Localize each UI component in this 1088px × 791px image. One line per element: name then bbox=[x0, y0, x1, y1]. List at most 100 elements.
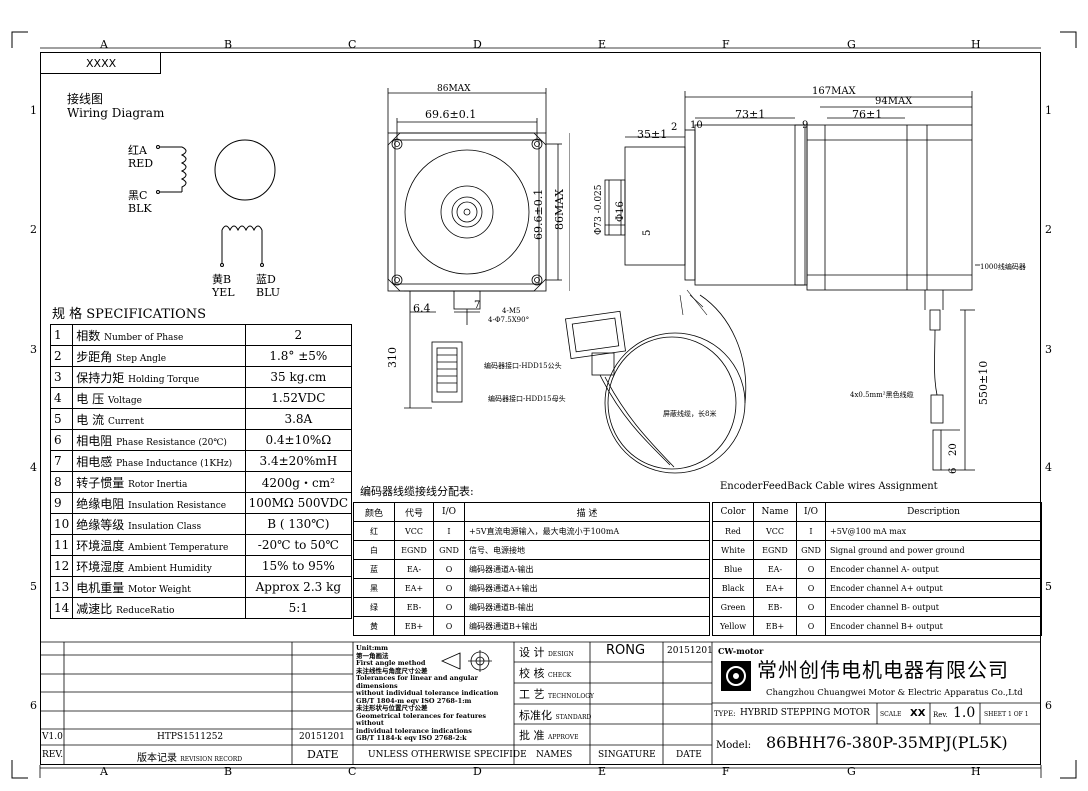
note-line: GB/T 1804-m eqv ISO 2768-1:m bbox=[356, 696, 472, 705]
wiring-yellow-cn: 黄B bbox=[212, 273, 232, 286]
spec-cn: 电机重量 bbox=[76, 580, 125, 595]
brand-logo-icon bbox=[721, 661, 751, 691]
spec-cn: 减速比 bbox=[76, 601, 113, 616]
spec-en: Rotor Inertia bbox=[128, 479, 188, 490]
sheet-label: SHEET 1 OF 1 bbox=[984, 711, 1029, 718]
company-name-en: Changzhou Chuangwei Motor & Electric App… bbox=[766, 688, 1023, 698]
grid-row-5-right: 5 bbox=[1045, 580, 1052, 593]
spec-en: Insulation Class bbox=[128, 521, 202, 532]
date2-label: DATE bbox=[676, 750, 702, 760]
approve-cn: 批 准 bbox=[519, 729, 545, 742]
std-label: 标准化 STANDARD bbox=[519, 707, 591, 723]
tech-label: 工 艺 TECHNOLOGY bbox=[519, 686, 594, 702]
side-encoder-note: 1000线编码器 bbox=[980, 263, 1026, 271]
grid-row-2: 2 bbox=[30, 223, 37, 236]
std-cn: 标准化 bbox=[519, 709, 552, 722]
spec-value: 5:1 bbox=[244, 597, 353, 619]
scale-value: XX bbox=[910, 708, 926, 719]
table-cell: O bbox=[433, 616, 465, 636]
first-angle-symbol bbox=[441, 650, 492, 672]
rev-record-en: REVISION RECORD bbox=[180, 756, 243, 763]
front-dim-bottom: 6.4 bbox=[413, 302, 431, 315]
outer-frame bbox=[40, 52, 1041, 765]
spec-value: B ( 130℃) bbox=[244, 513, 353, 535]
grid-row-4: 4 bbox=[30, 461, 37, 474]
side-flange: 10 bbox=[690, 120, 703, 131]
grid-col-h-bottom: H bbox=[971, 765, 981, 778]
spec-cn: 相电感 bbox=[76, 454, 113, 469]
drawing-id: XXXX bbox=[86, 57, 117, 70]
note-line: First angle method bbox=[356, 659, 426, 667]
spec-param: 环境温度 Ambient Temperature bbox=[72, 534, 246, 556]
spec-en: Ambient Humidity bbox=[128, 563, 212, 574]
side-total: 167MAX bbox=[812, 86, 856, 97]
spec-no: 7 bbox=[49, 450, 74, 472]
model-label: Model: bbox=[716, 740, 752, 751]
grid-row-6: 6 bbox=[30, 699, 37, 712]
table-cell: Encoder channel B+ output bbox=[825, 616, 1042, 636]
rev-label: Rev. bbox=[933, 711, 948, 719]
grid-col-g: G bbox=[847, 38, 856, 51]
grid-col-g-bottom: G bbox=[847, 765, 856, 778]
spec-cn: 转子惯量 bbox=[76, 475, 125, 490]
unless-label: UNLESS OTHERWISE SPECIFIDE bbox=[368, 750, 527, 760]
spec-en: Current bbox=[107, 416, 144, 427]
spec-cn: 环境湿度 bbox=[76, 559, 125, 574]
spec-en: Holding Torque bbox=[128, 374, 200, 385]
spec-param: 相电阻 Phase Resistance (20℃) bbox=[72, 429, 246, 451]
note-line: 第一角画法 bbox=[356, 651, 389, 660]
spec-cn: 绝缘电阻 bbox=[76, 496, 125, 511]
designer-name: RONG bbox=[606, 643, 646, 658]
side-wire-note: 4x0.5mm²黑色线缆 bbox=[850, 391, 914, 399]
tech-cn: 工 艺 bbox=[519, 688, 545, 701]
wiring-title-cn: 接线图 bbox=[67, 92, 104, 106]
wiring-yellow-en: YEL bbox=[212, 286, 235, 299]
grid-col-c-bottom: C bbox=[348, 765, 357, 778]
note-line: Geometrical tolerances for features with… bbox=[356, 711, 487, 727]
front-dim-bottom2: 7 bbox=[474, 300, 481, 311]
spec-title: 规 格 SPECIFICATIONS bbox=[52, 307, 207, 322]
grid-row-4-right: 4 bbox=[1045, 461, 1052, 474]
spec-en: Insulation Resistance bbox=[128, 500, 227, 511]
spec-no: 12 bbox=[49, 555, 74, 577]
design-cn: 设 计 bbox=[519, 646, 545, 659]
front-view-drawing bbox=[387, 88, 570, 409]
grid-col-d: D bbox=[473, 38, 482, 51]
wiring-blue-cn: 蓝D bbox=[256, 273, 276, 286]
grid-col-b-bottom: B bbox=[224, 765, 233, 778]
wiring-title-en: Wiring Diagram bbox=[67, 106, 165, 120]
scale-label: SCALE bbox=[880, 711, 902, 718]
grid-col-e: E bbox=[598, 38, 607, 51]
side-shaft-len: 35±1 bbox=[637, 128, 668, 141]
grid-col-c: C bbox=[348, 38, 357, 51]
note-line: Unit:mm bbox=[356, 644, 389, 652]
brand-label: CW-motor bbox=[718, 646, 764, 656]
tech-en: TECHNOLOGY bbox=[548, 693, 594, 700]
enc-cn-title: 编码器线缆接线分配表: bbox=[360, 485, 474, 498]
design-label: 设 计 DESIGN bbox=[519, 644, 574, 660]
approve-en: APPROVE bbox=[548, 734, 579, 741]
spec-cn: 环境温度 bbox=[76, 538, 125, 553]
spec-cn: 相电阻 bbox=[76, 433, 113, 448]
note-line: 未注形状与位置尺寸公差 bbox=[356, 704, 428, 712]
rev-date-label: DATE bbox=[307, 748, 339, 761]
grid-row-3-right: 3 bbox=[1045, 343, 1052, 356]
grid-col-e-bottom: E bbox=[598, 765, 607, 778]
check-label: 校 核 CHECK bbox=[519, 665, 571, 681]
grid-row-1: 1 bbox=[30, 104, 37, 117]
spec-cn: 电 流 bbox=[76, 412, 105, 427]
company-name-cn: 常州创伟电机电器有限公司 bbox=[757, 658, 1009, 682]
type-label: TYPE: bbox=[714, 710, 736, 718]
